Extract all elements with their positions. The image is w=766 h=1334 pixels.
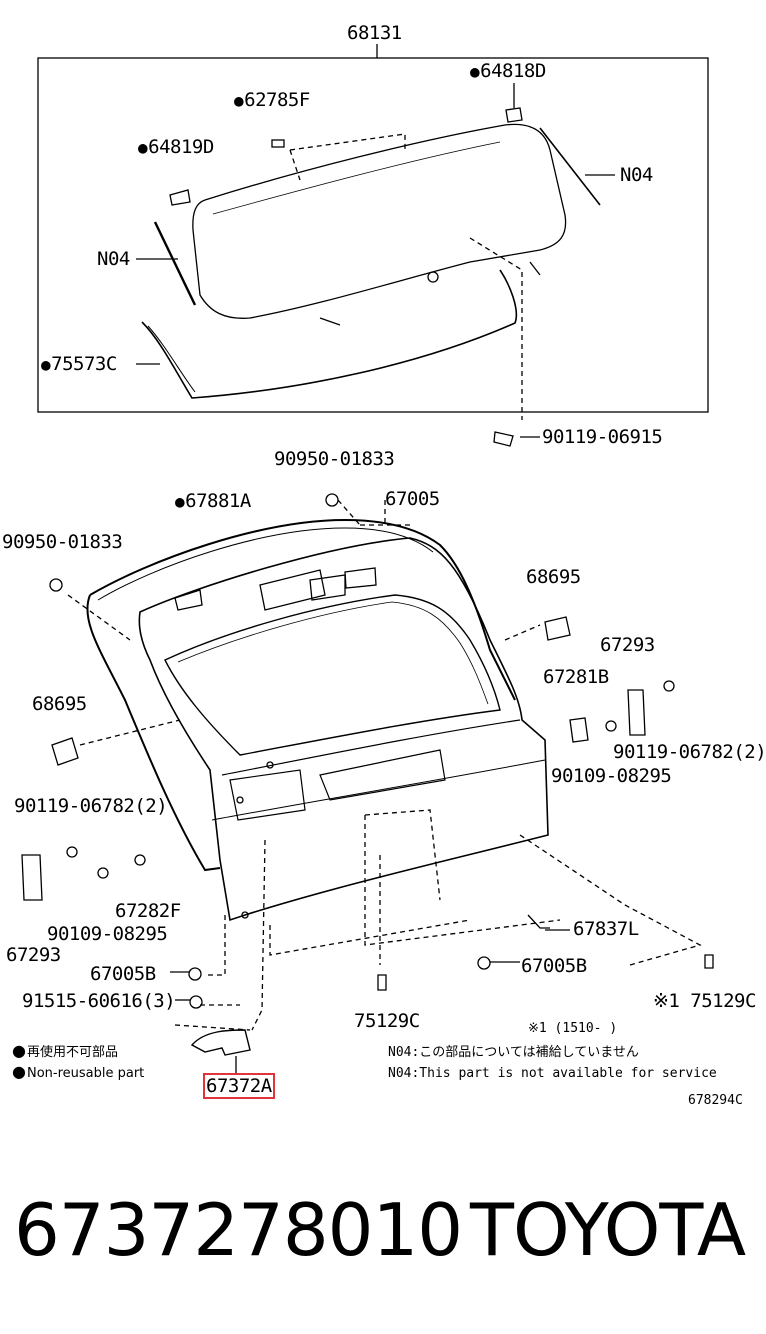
legend-non-reusable-en: Non-reusable part (12, 1063, 144, 1083)
label-67005b-right: 67005B (521, 955, 587, 977)
back-window-glass (192, 123, 567, 319)
label-n04-left: N04 (97, 248, 130, 270)
glass-group-frame (37, 57, 709, 413)
bracket-67372a (190, 1029, 251, 1056)
label-64818d: 64818D (470, 60, 546, 83)
label-68131: 68131 (347, 22, 402, 44)
brand-name: TOYOTA (470, 1188, 746, 1272)
label-67005b-left: 67005B (90, 963, 156, 985)
legend-non-reusable-jp: 再使用不可部品 (12, 1042, 118, 1062)
label-67282f: 67282F (115, 900, 181, 922)
footnote-1510: ※1 (1510- ) (528, 1021, 618, 1036)
label-64819d: 64819D (138, 136, 214, 159)
label-n04-right: N04 (620, 164, 653, 186)
label-68695-right: 68695 (526, 566, 581, 588)
label-90109-08295-left: 90109-08295 (47, 923, 168, 945)
back-door-seal (86, 518, 516, 872)
label-67293-left: 67293 (6, 944, 61, 966)
label-90950-top: 90950-01833 (274, 448, 395, 470)
note-n04-jp: N04:この部品については補給していません (388, 1045, 639, 1060)
label-90950-left: 90950-01833 (2, 531, 123, 553)
label-75129c-mid: 75129C (354, 1010, 420, 1032)
part-number: 6737278010 (14, 1188, 463, 1272)
label-67005: 67005 (385, 488, 440, 510)
label-67293-right: 67293 (600, 634, 655, 656)
label-67372a-highlighted[interactable]: 67372A (203, 1073, 275, 1099)
label-91515-60616: 91515-60616(3) (22, 990, 176, 1012)
diagram-code: 678294C (688, 1093, 743, 1108)
label-68695-left: 68695 (32, 693, 87, 715)
label-75129c-right: ※1 75129C (653, 990, 756, 1012)
label-90119-06782-left: 90119-06782(2) (14, 795, 168, 817)
label-75573c: 75573C (41, 353, 117, 376)
label-67881a: 67881A (175, 490, 251, 513)
label-67281b: 67281B (543, 666, 609, 688)
label-90119-06782-right: 90119-06782(2) (613, 741, 766, 763)
back-door-inner (138, 537, 549, 922)
label-90119-06915: 90119-06915 (542, 426, 663, 448)
label-90109-08295-right: 90109-08295 (551, 765, 672, 787)
label-62785f: 62785F (234, 89, 310, 112)
note-n04-en: N04:This part is not available for servi… (388, 1066, 717, 1081)
label-67837l: 67837L (573, 918, 639, 940)
